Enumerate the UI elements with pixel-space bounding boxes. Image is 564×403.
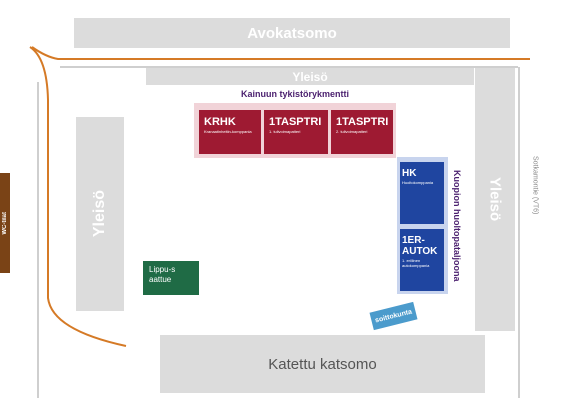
walking-path-left	[29, 46, 127, 347]
unit-hk[interactable]: HK Huoltokomppania	[400, 162, 444, 224]
wc-block[interactable]: WC-tilat	[0, 173, 10, 273]
stand-right-yleiso: Yleisö	[475, 68, 515, 331]
stand-left-label: Yleisö	[91, 190, 108, 238]
stand-right-label: Yleisö	[486, 177, 504, 222]
road-label-wrap: Sotkamontie (VT6)	[528, 140, 542, 230]
ticket-convoy-label: Lippu-saattue	[149, 265, 176, 284]
unit-1er-autok-sub: 1. erillinen autokomppania	[402, 258, 430, 268]
kuopio-title-wrap: Kuopion huoltopataljoona	[449, 157, 465, 294]
road-label: Sotkamontie (VT6)	[531, 155, 539, 215]
stand-avokatsomo-label: Avokatsomo	[247, 24, 337, 42]
stand-bottom-label: Katettu katsomo	[268, 355, 377, 373]
unit-1tasptri-a-sub: 1. tulivoimapatteri	[269, 129, 301, 134]
unit-1tasptri-b-name: 1TASPTRI	[336, 116, 389, 128]
stand-upper-yleiso: Yleisö	[146, 68, 474, 85]
kainuu-title: Kainuun tykistörykmentti	[240, 89, 350, 99]
stand-left-yleiso: Yleisö	[76, 117, 124, 311]
unit-1tasptri-a[interactable]: 1TASPTRI 1. tulivoimapatteri	[264, 110, 328, 154]
unit-1tasptri-b-sub: 2. tulivoimapatteri	[336, 129, 368, 134]
stand-avokatsomo: Avokatsomo	[74, 18, 510, 48]
unit-krhk-name: KRHK	[204, 116, 236, 128]
kuopio-title: Kuopion huoltopataljoona	[452, 169, 462, 282]
band-label: soittokunta	[374, 308, 413, 324]
stand-katettu-katsomo: Katettu katsomo	[160, 335, 485, 393]
unit-hk-sub: Huoltokomppania	[402, 180, 434, 185]
unit-1er-autok-name: 1ER-AUTOK	[402, 235, 438, 257]
unit-hk-name: HK	[402, 168, 417, 179]
unit-1er-autok[interactable]: 1ER-AUTOK 1. erillinen autokomppania	[400, 229, 444, 291]
walking-path	[31, 46, 530, 60]
unit-krhk-sub: Kranaatinheitin-komppania	[204, 129, 252, 134]
unit-krhk[interactable]: KRHK Kranaatinheitin-komppania	[199, 110, 261, 154]
unit-1tasptri-a-name: 1TASPTRI	[269, 116, 322, 128]
stand-upper-label: Yleisö	[292, 69, 328, 84]
wc-label: WC-tilat	[2, 211, 8, 235]
ticket-convoy[interactable]: Lippu-saattue	[143, 261, 199, 295]
unit-1tasptri-b[interactable]: 1TASPTRI 2. tulivoimapatteri	[331, 110, 393, 154]
